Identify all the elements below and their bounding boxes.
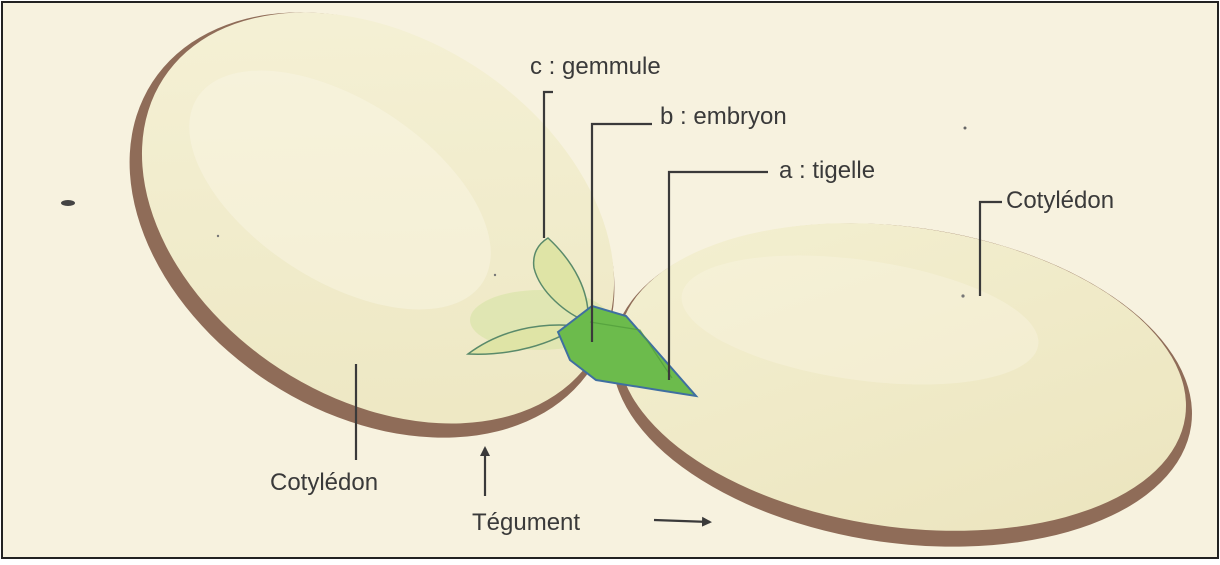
label-tigelle: a : tigelle (779, 157, 875, 184)
label-tegument: Tégument (472, 509, 580, 536)
label-gemmule: c : gemmule (530, 53, 661, 80)
label-cotyledon-right: Cotylédon (1006, 187, 1114, 214)
label-cotyledon-left: Cotylédon (270, 469, 378, 496)
label-embryon: b : embryon (660, 103, 787, 130)
